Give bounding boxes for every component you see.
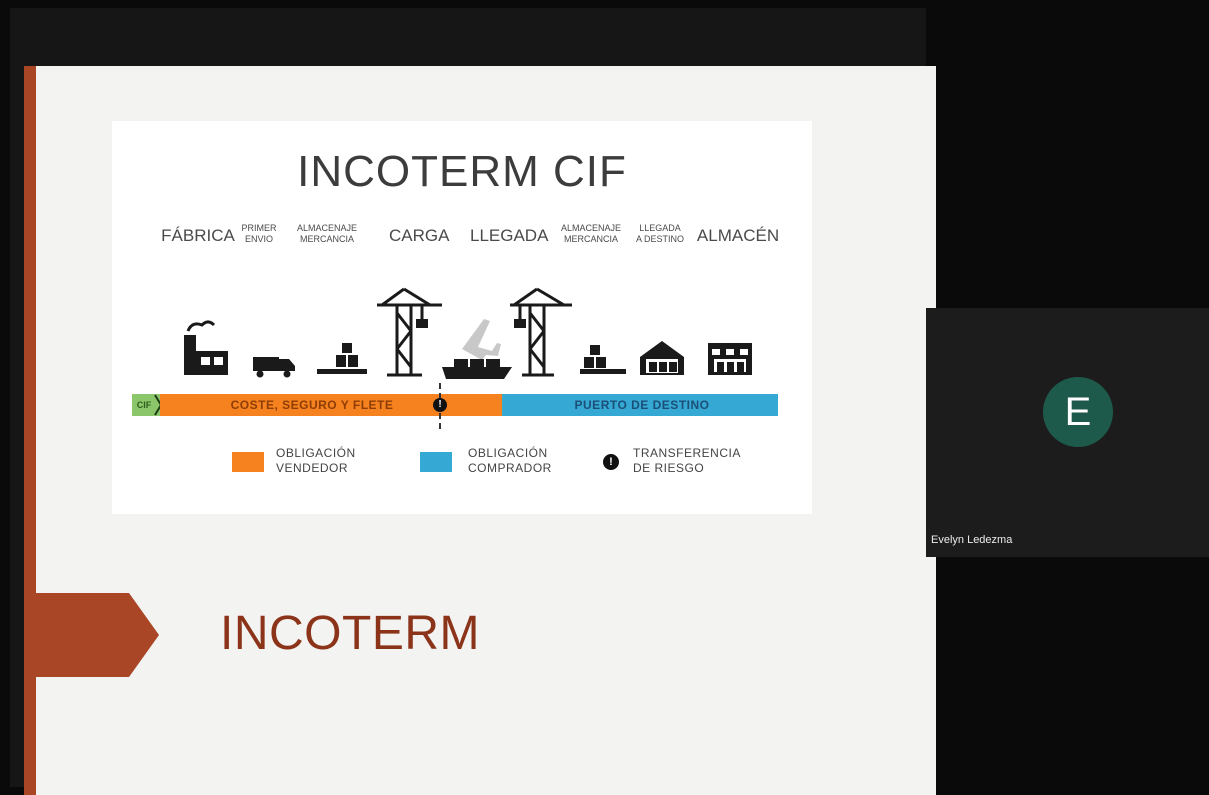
buyer-segment-label: PUERTO DE DESTINO: [574, 398, 710, 412]
seller-segment-label: COSTE, SEGURO Y FLETE: [230, 398, 394, 412]
ship-icon: [442, 359, 512, 379]
exclamation-icon: !: [603, 454, 619, 470]
warehouse-pallet-icon-destino: [580, 345, 626, 374]
stage-label-fabrica: FÁBRICA: [161, 226, 235, 245]
stage-label-almacen: ALMACÉN: [696, 226, 780, 245]
participant-name: Evelyn Ledezma: [931, 534, 1013, 546]
incoterm-infographic: INCOTERM CIF FÁBRICA PRIMER ENVIO ALMACE…: [112, 121, 812, 514]
warehouse-icon: [640, 341, 684, 375]
stage-icons: [184, 287, 752, 379]
stage-label-almacenaje-destino: ALMACENAJE MERCANCIA: [560, 223, 622, 244]
cif-chip-label: CIF: [136, 400, 152, 410]
legend-swatch-seller: [232, 452, 264, 472]
warehouse-pallet-icon: [317, 343, 367, 374]
stage-label-primer-envio: PRIMER ENVIO: [241, 223, 277, 244]
presentation-slide: INCOTERM CIF FÁBRICA PRIMER ENVIO ALMACE…: [24, 66, 936, 795]
legend-label-buyer: OBLIGACIÓN COMPRADOR: [468, 446, 552, 475]
truck-icon: [253, 357, 295, 378]
slide-title: INCOTERM: [220, 607, 480, 660]
participant-avatar: E: [1043, 377, 1113, 447]
legend-swatch-buyer: [420, 452, 452, 472]
crane-icon-destino: [510, 287, 572, 377]
stage-label-almacenaje-origen: ALMACENAJE MERCANCIA: [296, 223, 358, 244]
seller-obligation-bar: [160, 394, 502, 416]
slide-accent-edge: [24, 66, 36, 795]
title-arrow-tab: [29, 593, 159, 677]
stage-label-carga: CARGA: [389, 226, 450, 245]
factory-icon: [184, 320, 228, 375]
infographic-title: INCOTERM CIF: [297, 147, 627, 196]
participant-tile[interactable]: E Evelyn Ledezma: [926, 308, 1209, 557]
stage-label-llegada: LLEGADA: [470, 226, 549, 245]
store-icon: [708, 343, 752, 375]
stage-label-llegada-destino: LLEGADA A DESTINO: [635, 223, 684, 244]
risk-transfer-icon: !: [433, 398, 447, 412]
airplane-icon: [462, 319, 501, 360]
crane-icon: [377, 287, 442, 377]
legend-label-risk: TRANSFERENCIA DE RIESGO: [633, 446, 741, 475]
legend-label-seller: OBLIGACIÓN VENDEDOR: [276, 446, 356, 475]
cif-chip: [132, 394, 160, 416]
buyer-obligation-bar: [502, 394, 778, 416]
shared-screen: INCOTERM CIF FÁBRICA PRIMER ENVIO ALMACE…: [10, 8, 936, 795]
